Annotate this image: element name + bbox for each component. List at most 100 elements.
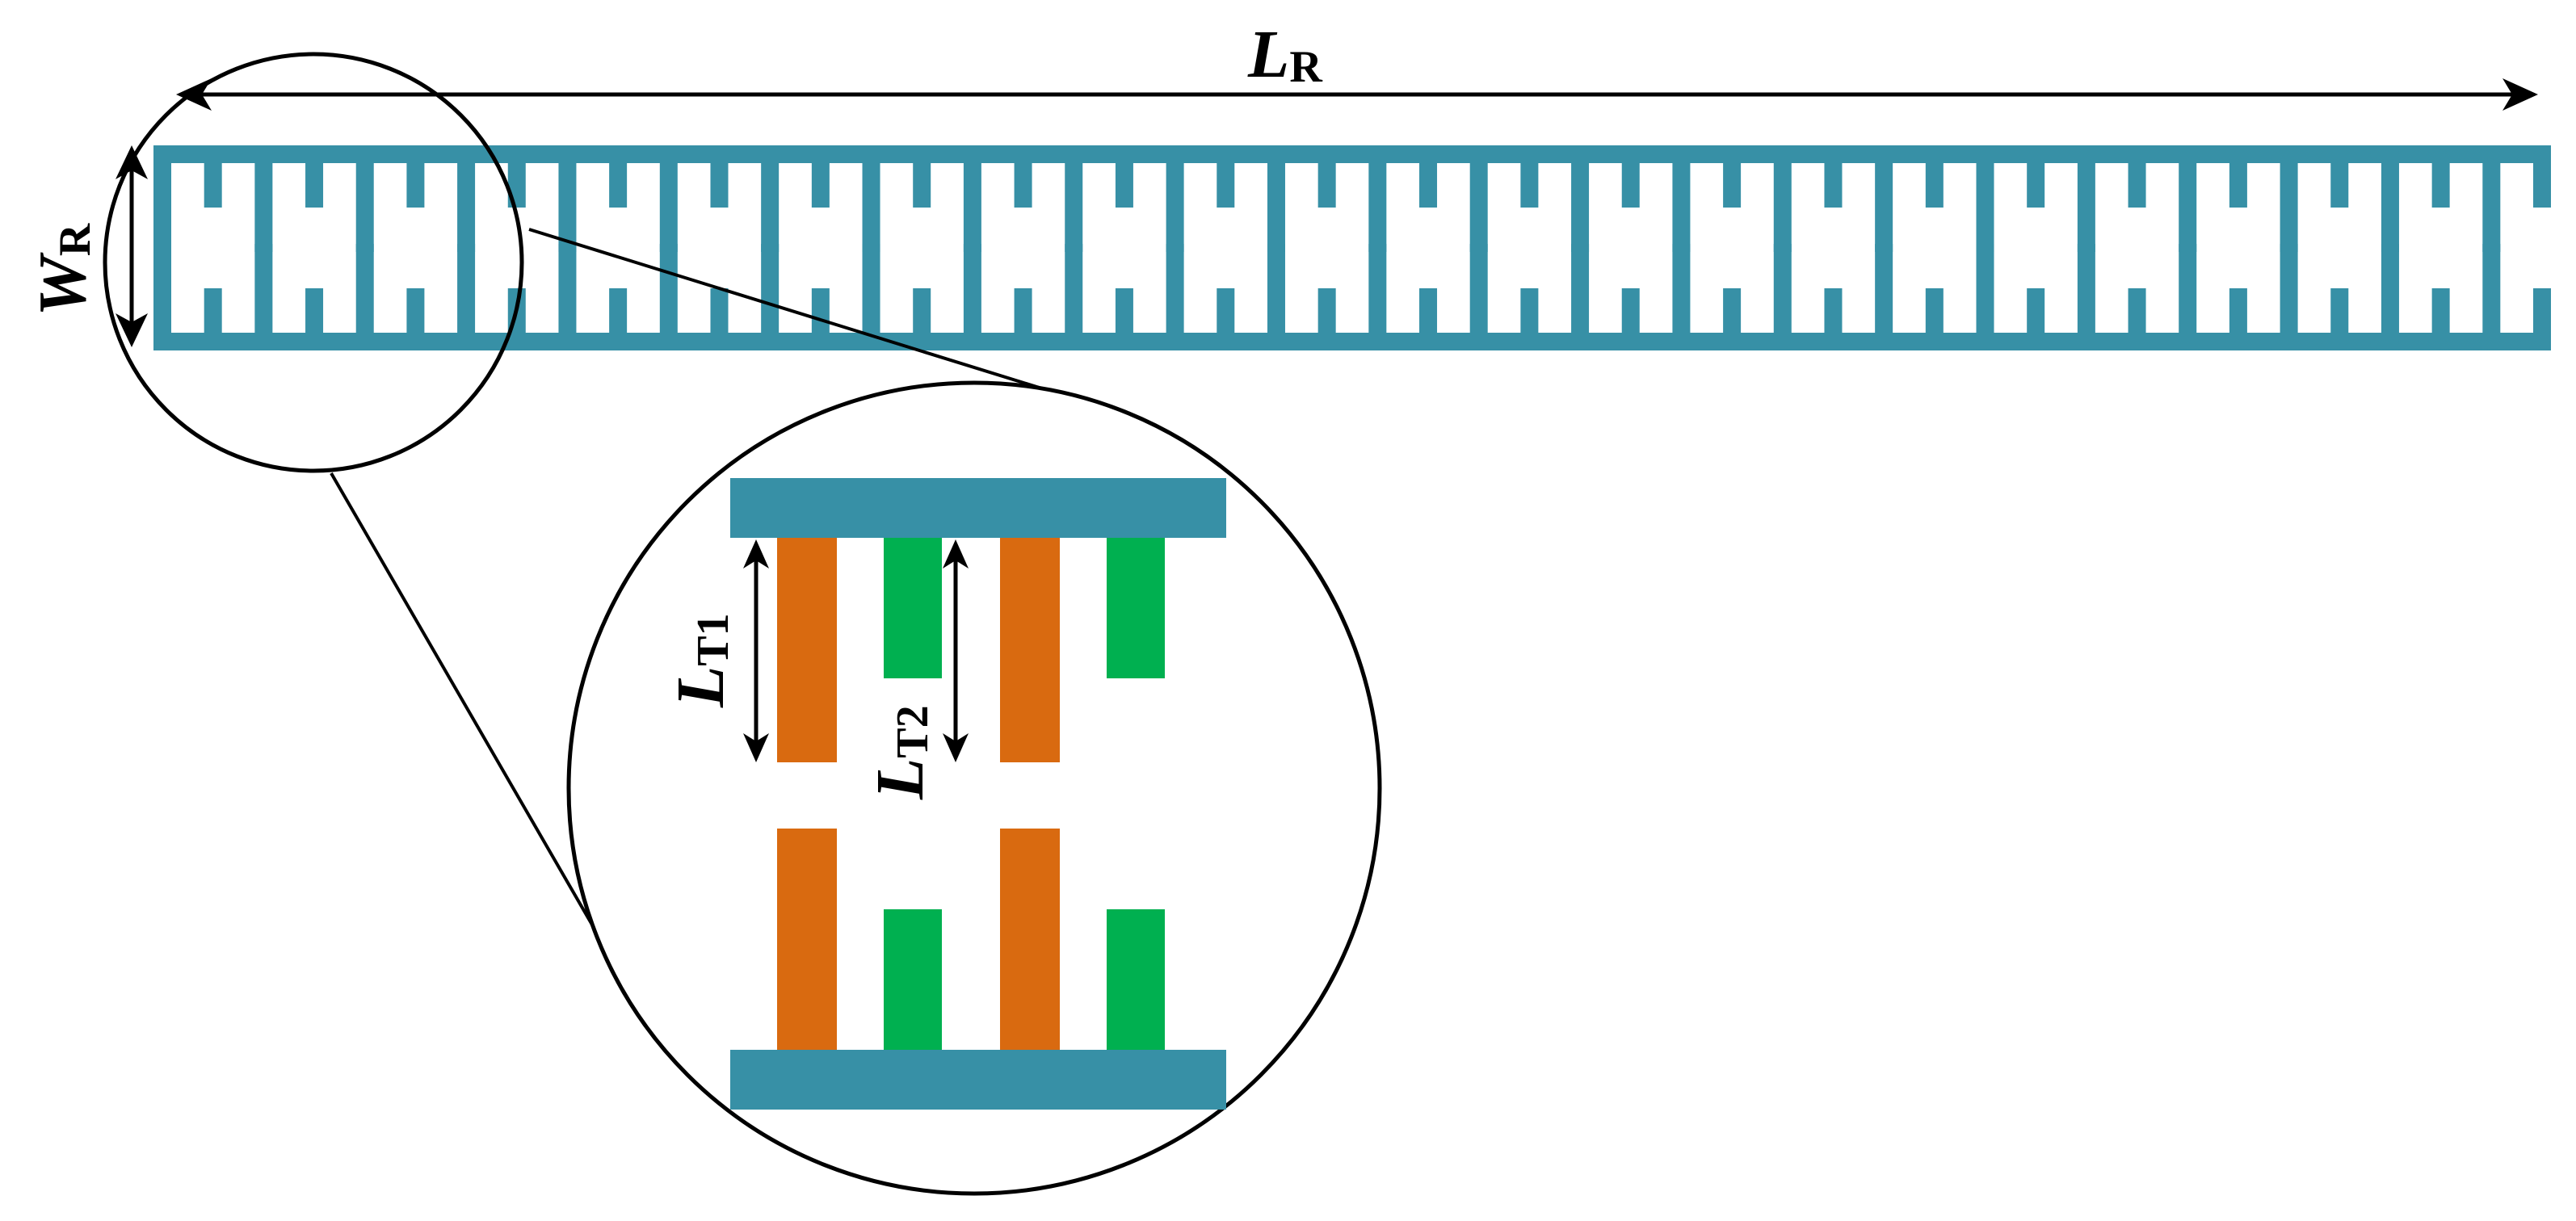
- strip-upper-stub-short: [811, 163, 830, 208]
- strip-lower-stub-short: [406, 288, 425, 333]
- strip-lower-stub-long: [1065, 244, 1083, 333]
- strip-upper-stub-long: [2482, 163, 2501, 252]
- strip-lower-stub-short: [2027, 288, 2045, 333]
- strip-lower-stub-short: [1419, 288, 1438, 333]
- strip-lower-stub-short: [1520, 288, 1539, 333]
- strip-upper-stub-long: [659, 163, 678, 252]
- strip-upper-stub-long: [862, 163, 880, 252]
- zoom-upper-short-stub-1: [884, 538, 942, 678]
- strip-upper-stub-short: [2330, 163, 2349, 208]
- connector-line-lower: [330, 472, 609, 953]
- magnifier-source-circle: [103, 52, 524, 473]
- width-label: WR: [25, 223, 100, 317]
- strip-upper-stub-short: [913, 163, 931, 208]
- strip-lower-stub-long: [457, 244, 476, 333]
- strip-upper-stub-short: [1115, 163, 1133, 208]
- strip-lower-stub-short: [2431, 288, 2450, 333]
- strip-upper-stub-long: [558, 163, 577, 252]
- strip-upper-stub-long: [355, 163, 374, 252]
- resonator-strip: [153, 145, 2551, 350]
- strip-upper-stub-short: [1419, 163, 1438, 208]
- strip-upper-stub-short: [305, 163, 324, 208]
- length-dimension: LR: [176, 17, 2538, 111]
- strip-lower-stub-short: [1824, 288, 1843, 333]
- strip-lower-stub-long: [2077, 244, 2095, 333]
- strip-lower-stub-long: [1267, 244, 1285, 333]
- strip-upper-stub-short: [609, 163, 628, 208]
- strip-upper-stub-long: [457, 163, 476, 252]
- strip-lower-stub-long: [2280, 244, 2298, 333]
- strip-upper-stub-short: [406, 163, 425, 208]
- strip-lower-stub-long: [2179, 244, 2197, 333]
- strip-lower-stub-short: [1317, 288, 1336, 333]
- strip-upper-stub-long: [153, 163, 171, 252]
- strip-lower-stub-long: [1166, 244, 1184, 333]
- strip-lower-stub-long: [1875, 244, 1893, 333]
- strip-upper-stub-long: [1976, 163, 1994, 252]
- length-label: LR: [1247, 17, 1322, 92]
- strip-lower-stub-short: [1217, 288, 1235, 333]
- strip-upper-stub-short: [1621, 163, 1640, 208]
- strip-lower-stub-short: [1621, 288, 1640, 333]
- strip-upper-stub-long: [1571, 163, 1590, 252]
- strip-lower-stub-short: [609, 288, 628, 333]
- strip-lower-stub-long: [254, 244, 273, 333]
- strip-lower-stub-long: [2381, 244, 2399, 333]
- strip-upper-stub-long: [1166, 163, 1184, 252]
- strip-upper-stub-short: [1824, 163, 1843, 208]
- zoom-detail: LT1 LT2: [566, 380, 1382, 1196]
- strip-lower-stub-long: [1571, 244, 1590, 333]
- strip-upper-stub-long: [2179, 163, 2197, 252]
- strip-upper-stub-long: [2280, 163, 2298, 252]
- strip-lower-stub-long: [963, 244, 981, 333]
- strip-upper-stub-short: [2128, 163, 2146, 208]
- zoom-top-bar: [730, 478, 1226, 538]
- strip-lower-stub-short: [2330, 288, 2349, 333]
- strip-lower-stub-short: [913, 288, 931, 333]
- strip-upper-stub-long: [1267, 163, 1285, 252]
- strip-upper-stub-short: [2533, 163, 2551, 208]
- strip-lower-stub-short: [1115, 288, 1133, 333]
- zoom-upper-long-stub-2: [1000, 538, 1060, 762]
- strip-lower-stub-long: [659, 244, 678, 333]
- strip-upper-stub-short: [2027, 163, 2045, 208]
- strip-lower-stub-short: [1925, 288, 1944, 333]
- strip-lower-stub-short: [204, 288, 222, 333]
- strip-lower-stub-short: [1723, 288, 1742, 333]
- zoom-upper-short-stub-2: [1107, 538, 1165, 678]
- strip-upper-stub-short: [2229, 163, 2247, 208]
- lt2-arrowhead-top: [943, 539, 969, 569]
- strip-upper-stub-short: [1217, 163, 1235, 208]
- strip-lower-stub-long: [1368, 244, 1387, 333]
- strip-lower-stub-short: [305, 288, 324, 333]
- zoom-lower-short-stub-2: [1107, 909, 1165, 1050]
- strip-bottom-bar: [153, 333, 2551, 350]
- lt1-arrowhead-bottom: [743, 733, 769, 762]
- strip-lower-stub-short: [1014, 288, 1032, 333]
- strip-upper-stub-short: [1520, 163, 1539, 208]
- strip-lower-stub-short: [2128, 288, 2146, 333]
- zoom-lower-short-stub-1: [884, 909, 942, 1050]
- strip-lower-stub-short: [2533, 288, 2551, 333]
- strip-upper-stub-short: [710, 163, 729, 208]
- lt2-label: LT2: [863, 705, 938, 800]
- strip-upper-stub-short: [2431, 163, 2450, 208]
- strip-upper-stub-long: [761, 163, 780, 252]
- strip-upper-stub-long: [1065, 163, 1083, 252]
- strip-upper-stub-long: [1875, 163, 1893, 252]
- lt1-label: LT1: [663, 613, 738, 708]
- lt1-arrowhead-top: [743, 539, 769, 569]
- strip-upper-stub-short: [1317, 163, 1336, 208]
- width-arrowhead-bottom: [116, 313, 148, 347]
- strip-upper-stub-long: [1469, 163, 1488, 252]
- strip-lower-stub-long: [1773, 244, 1792, 333]
- strip-lower-stub-short: [811, 288, 830, 333]
- zoom-circle: [566, 380, 1382, 1196]
- strip-upper-stub-long: [963, 163, 981, 252]
- strip-upper-stub-long: [254, 163, 273, 252]
- length-arrowhead-right: [2502, 78, 2538, 111]
- strip-lower-stub-long: [2482, 244, 2501, 333]
- zoom-lower-long-stub-2: [1000, 829, 1060, 1050]
- connector-line-upper: [528, 228, 1082, 402]
